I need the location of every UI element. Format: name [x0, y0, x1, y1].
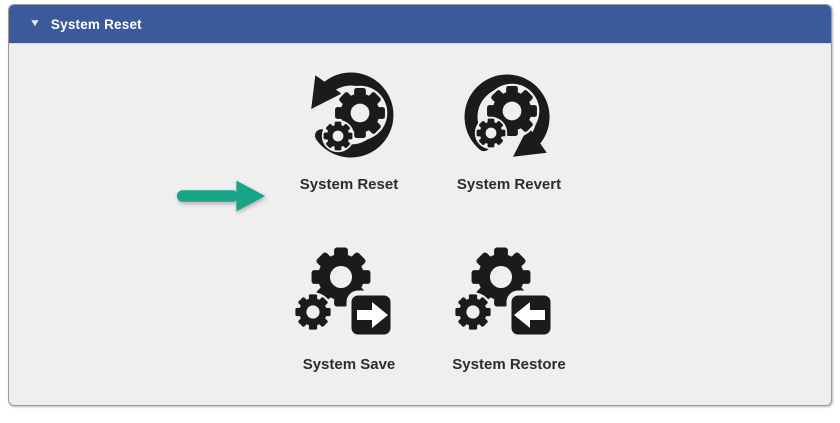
tile-system-reset[interactable]: System Reset — [274, 63, 424, 193]
tile-system-save[interactable]: System Save — [274, 243, 424, 373]
panel-header[interactable]: ▼ System Reset — [9, 5, 831, 44]
panel-body: System Reset System Revert — [9, 63, 831, 423]
green-arrow-pointer-icon — [176, 180, 266, 212]
system-reset-icon — [311, 72, 394, 158]
system-reset-panel: ▼ System Reset — [8, 4, 832, 406]
tile-system-restore[interactable]: System Restore — [434, 243, 584, 373]
tile-label: System Revert — [456, 176, 562, 193]
tile-label: System Save — [302, 356, 396, 373]
icon-grid: System Reset System Revert — [274, 63, 584, 373]
system-save-icon — [293, 247, 396, 340]
panel-title: System Reset — [50, 16, 142, 32]
system-restore-icon — [453, 247, 556, 340]
tile-system-revert[interactable]: System Revert — [434, 63, 584, 193]
tile-label: System Reset — [299, 176, 399, 193]
collapse-caret-icon[interactable]: ▼ — [28, 18, 42, 29]
system-revert-icon — [464, 74, 550, 157]
tile-label: System Restore — [452, 356, 566, 373]
